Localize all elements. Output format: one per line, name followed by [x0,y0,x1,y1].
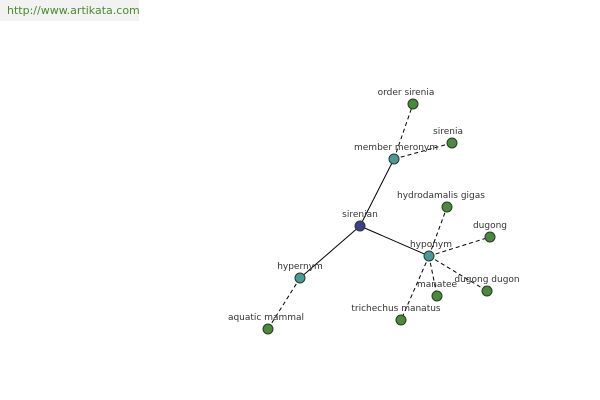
edges-layer [267,103,491,330]
node-hypernym[interactable] [294,272,306,284]
labels-layer: sirenian member meronym hyponym hypernym ord… [228,88,520,323]
node-label-sirenia[interactable]: sirenia [433,127,463,137]
node-member-meronym[interactable] [388,153,400,165]
node-manatee[interactable] [431,290,443,302]
node-dugong[interactable] [484,231,496,243]
node-hyponym[interactable] [423,250,435,262]
node-label-dugong[interactable]: dugong [473,221,507,231]
edge-member-meronym-to-order-sirenia [393,103,414,160]
node-aquatic-mammal[interactable] [262,323,274,335]
edge-hyponym-to-trichechus-manatus [400,255,430,321]
node-label-aquatic-mammal[interactable]: aquatic mammal [228,313,304,323]
node-trichechus-manatus[interactable] [395,314,407,326]
edge-hypernym-to-aquatic-mammal [267,277,301,330]
node-label-order-sirenia[interactable]: order sirenia [378,88,435,98]
nodes-layer [262,98,496,335]
node-order-sirenia[interactable] [407,98,419,110]
node-label-member-meronym[interactable]: member meronym [354,143,438,153]
node-label-hypernym[interactable]: hypernym [277,262,323,272]
edge-hyponym-to-dugong [428,236,491,257]
edge-member-meronym-to-sirenia [393,142,453,160]
node-label-dugong-dugon[interactable]: dugong dugon [454,275,519,285]
node-label-hydrodamalis-gigas[interactable]: hydrodamalis gigas [397,191,485,201]
node-sirenian[interactable] [354,220,366,232]
node-label-sirenian[interactable]: sirenian [342,210,378,220]
watermark-url[interactable]: http://www.artikata.com [0,0,140,21]
node-label-manatee[interactable]: manatee [417,280,458,290]
edge-sirenian-to-hypernym [299,225,361,279]
node-hydrodamalis-gigas[interactable] [441,201,453,213]
edge-hyponym-to-manatee [428,255,438,297]
edge-sirenian-to-hyponym [359,225,430,257]
node-label-trichechus-manatus[interactable]: trichechus manatus [351,304,441,314]
node-sirenia[interactable] [446,137,458,149]
watermark-text: http://www.artikata.com [7,4,140,17]
edge-hyponym-to-hydrodamalis-gigas [428,206,448,257]
edge-sirenian-to-member-meronym [359,158,395,227]
node-label-hyponym[interactable]: hyponym [410,240,452,250]
edge-hyponym-to-dugong-dugon [428,255,488,292]
node-dugong-dugon[interactable] [481,285,493,297]
